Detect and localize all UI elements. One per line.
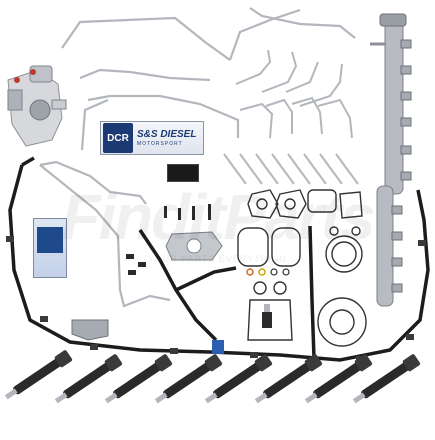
parts-bag (33, 218, 67, 278)
fuel-pump (7, 65, 67, 147)
parts-bag-label (37, 227, 63, 253)
o-rings (246, 268, 290, 276)
dcr-logo: DCR (103, 123, 133, 153)
info-card (167, 164, 199, 182)
gaskets (237, 189, 367, 347)
brand-name: S&S DIESEL (137, 128, 197, 140)
pump-flange (165, 231, 223, 261)
return-hose (8, 156, 430, 362)
sensor (262, 304, 272, 328)
injectors (4, 350, 421, 404)
connector-blue (212, 340, 224, 354)
tube-set (223, 153, 359, 185)
brand-sign: DCR S&S DIESEL MOTORSPORT (100, 121, 204, 155)
fuel-rail-long (370, 13, 412, 195)
brand-text: S&S DIESEL MOTORSPORT (137, 128, 197, 147)
fuel-rail-short (376, 185, 403, 307)
injector-lines (235, 49, 353, 139)
brand-tagline: MOTORSPORT (137, 140, 183, 147)
bolts (126, 204, 211, 275)
fuel-lines-upper (61, 7, 356, 151)
mounting-bracket (71, 319, 109, 341)
fuel-line-lower (39, 160, 171, 308)
